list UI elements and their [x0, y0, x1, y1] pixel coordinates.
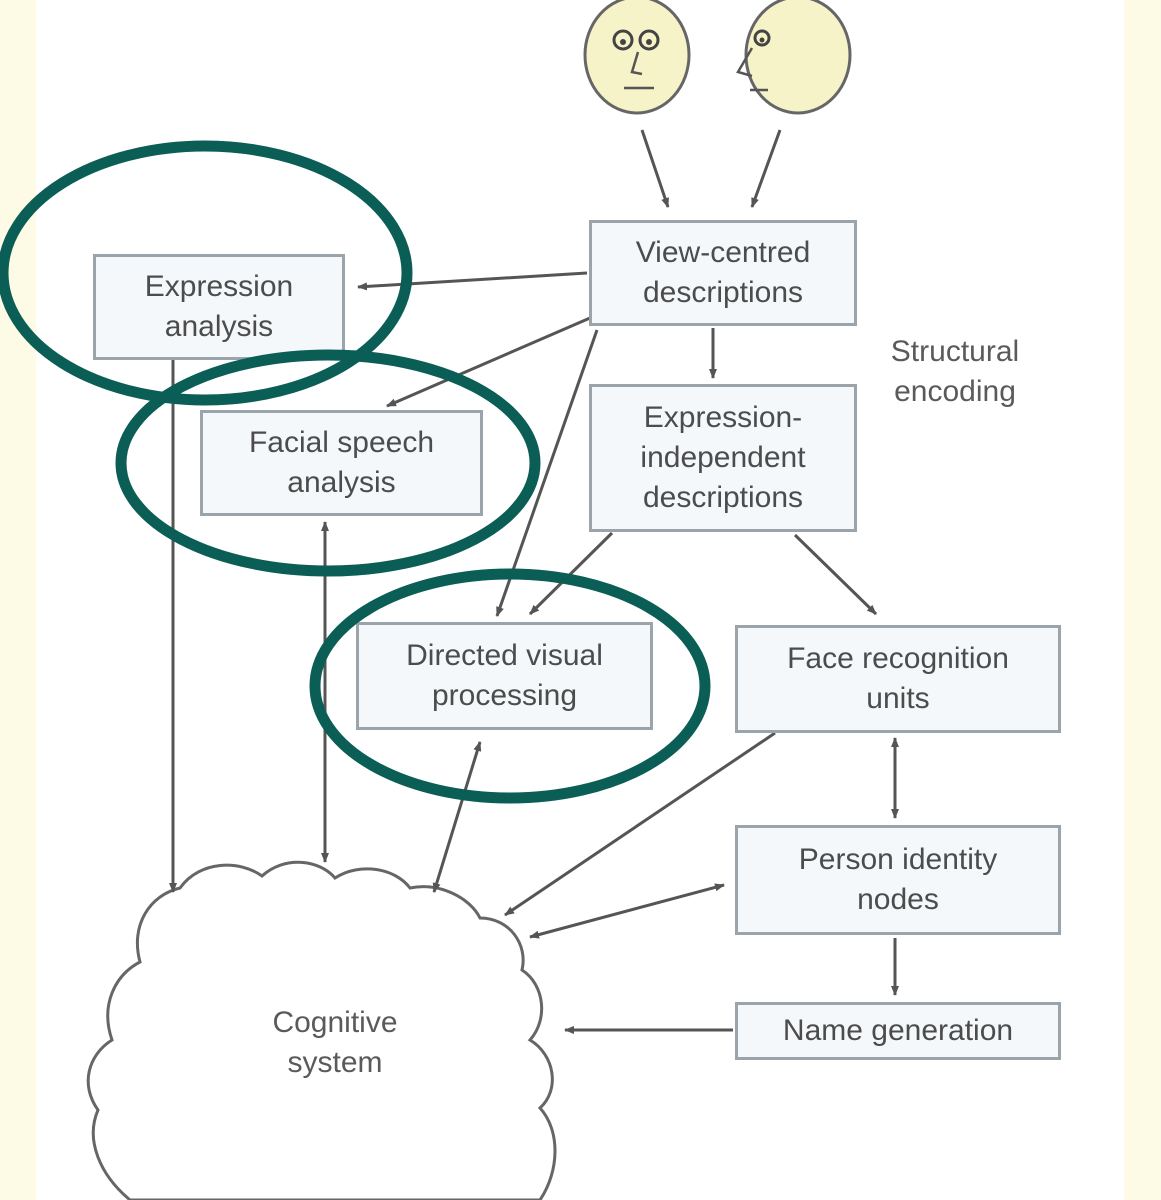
person-identity-nodes-box: Person identity nodes — [735, 825, 1061, 935]
arrow-view-to-directed — [495, 329, 599, 617]
arrow-independent-to-recognition — [793, 533, 878, 616]
arrow-independent-to-directed — [528, 531, 614, 616]
face-recognition-units-box: Face recognition units — [735, 625, 1061, 733]
front-face-icon — [583, 0, 691, 115]
arrow-profile-face-to-view — [750, 129, 782, 208]
expression-independent-descriptions-box: Expression- independent descriptions — [589, 384, 857, 532]
arrow-directed-cognitive — [432, 741, 482, 893]
arrow-view-to-expression — [357, 271, 588, 291]
directed-visual-processing-box: Directed visual processing — [356, 622, 653, 730]
cognitive-system-label: Cognitive system — [272, 1006, 398, 1079]
structural-encoding-label: Structural encoding — [890, 335, 1020, 408]
arrow-identity-cognitive — [529, 883, 725, 939]
name-generation-box: Name generation — [735, 1002, 1061, 1060]
arrow-front-face-to-view — [640, 129, 670, 208]
view-centred-descriptions-box: View-centred descriptions — [589, 220, 857, 326]
facial-speech-analysis-box: Facial speech analysis — [200, 410, 483, 516]
cognitive-system-cloud — [86, 860, 557, 1200]
arrow-view-to-speech — [386, 316, 591, 408]
expression-analysis-box: Expression analysis — [93, 254, 345, 360]
profile-face-icon — [736, 0, 852, 115]
